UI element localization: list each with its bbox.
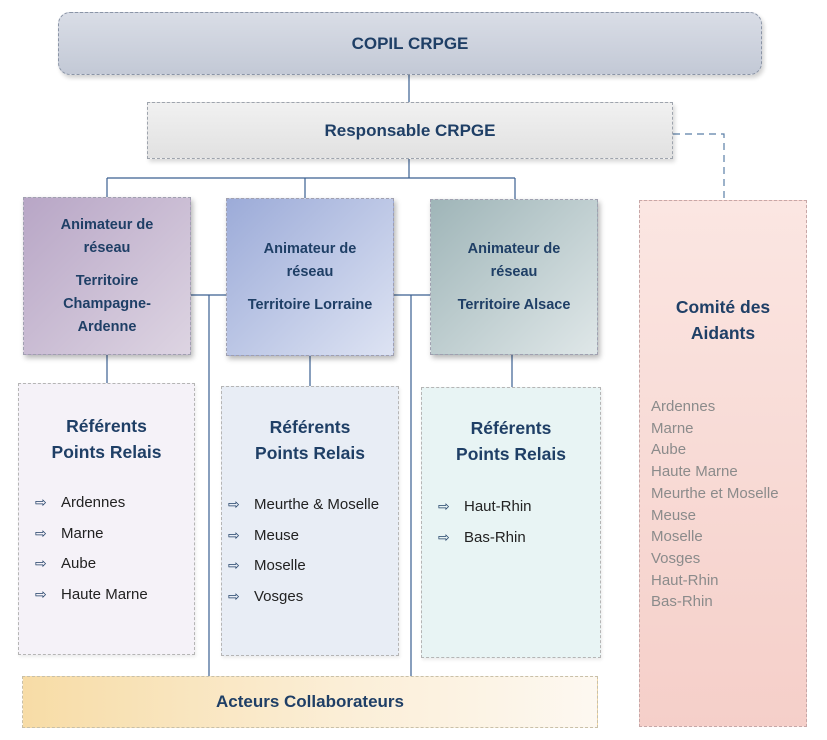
referents-list: ⇨Ardennes ⇨Marne ⇨Aube ⇨Haute Marne (35, 492, 148, 615)
list-item: Meurthe et Moselle (651, 484, 779, 502)
animateur-role: Animateur de réseau (467, 240, 561, 280)
referents-list: ⇨Meurthe & Moselle ⇨Meuse ⇨Moselle ⇨Vosg… (228, 494, 379, 617)
comite-title: Comité des Aidants (675, 297, 771, 343)
comite-aidants-box: Comité des Aidants Ardennes Marne Aube H… (639, 200, 807, 727)
list-item: Ardennes (651, 398, 716, 415)
right-arrow-outline-icon: ⇨ (35, 586, 47, 603)
acteurs-collaborateurs-box: Acteurs Collaborateurs (22, 676, 598, 728)
right-arrow-outline-icon: ⇨ (35, 524, 47, 541)
right-arrow-outline-icon: ⇨ (438, 528, 450, 545)
list-item: ⇨Marne (35, 524, 104, 542)
right-arrow-outline-icon: ⇨ (228, 526, 240, 543)
list-item: ⇨Vosges (228, 588, 304, 606)
referents-list: ⇨Haut-Rhin ⇨Bas-Rhin (438, 496, 532, 557)
list-item: Aube (651, 441, 687, 459)
animateur-champagne-ardenne-box: Animateur de réseau Territoire Champagne… (23, 197, 191, 355)
list-item: ⇨Aube (35, 555, 97, 573)
list-item: Haut-Rhin (651, 571, 719, 589)
animateur-territoire: Territoire Lorraine (247, 296, 373, 313)
responsable-box: Responsable CRPGE (147, 102, 673, 159)
animateur-lorraine-box: Animateur de réseau Territoire Lorraine (226, 198, 394, 356)
list-item: ⇨Meurthe & Moselle (228, 496, 380, 513)
list-item: Haute Marne (651, 463, 738, 481)
animateur-territoire: Territoire Alsace (457, 296, 571, 313)
list-item: ⇨Ardennes (35, 494, 126, 511)
comite-list: Ardennes Marne Aube Haute Marne Meurthe … (651, 396, 779, 613)
list-item: ⇨Haute Marne (35, 586, 148, 604)
list-item: Bas-Rhin (651, 593, 713, 611)
list-item: ⇨Haut-Rhin (438, 498, 532, 515)
right-arrow-outline-icon: ⇨ (35, 555, 47, 572)
list-item: ⇨Meuse (228, 526, 300, 544)
animateur-territoire: Territoire Champagne-Ardenne (63, 272, 151, 335)
right-arrow-outline-icon: ⇨ (228, 588, 240, 605)
acteurs-title: Acteurs Collaborateurs (216, 692, 404, 711)
animateur-alsace-box: Animateur de réseau Territoire Alsace (430, 199, 598, 355)
list-item: ⇨Bas-Rhin (438, 528, 526, 546)
right-arrow-outline-icon: ⇨ (228, 557, 240, 574)
animateur-role: Animateur de réseau (263, 240, 357, 280)
list-item: Moselle (651, 528, 703, 546)
list-item: Vosges (651, 549, 701, 567)
list-item: Marne (651, 419, 694, 437)
right-arrow-outline-icon: ⇨ (35, 494, 47, 510)
referents-alsace-box: Référents Points Relais ⇨Haut-Rhin ⇨Bas-… (421, 387, 601, 658)
copil-title: COPIL CRPGE (351, 33, 469, 53)
copil-box: COPIL CRPGE (58, 12, 762, 75)
list-item: ⇨Moselle (228, 557, 306, 575)
referents-champagne-ardenne-box: Référents Points Relais ⇨Ardennes ⇨Marne… (18, 383, 195, 655)
list-item: Meuse (651, 506, 697, 524)
referents-title: Référents Points Relais (456, 418, 566, 464)
referents-lorraine-box: Référents Points Relais ⇨Meurthe & Mosel… (221, 386, 399, 656)
right-arrow-outline-icon: ⇨ (438, 498, 450, 514)
right-arrow-outline-icon: ⇨ (228, 496, 240, 512)
referents-title: Référents Points Relais (255, 417, 365, 463)
responsable-title: Responsable CRPGE (324, 120, 496, 140)
animateur-role: Animateur de réseau (60, 216, 154, 256)
referents-title: Référents Points Relais (51, 416, 162, 462)
